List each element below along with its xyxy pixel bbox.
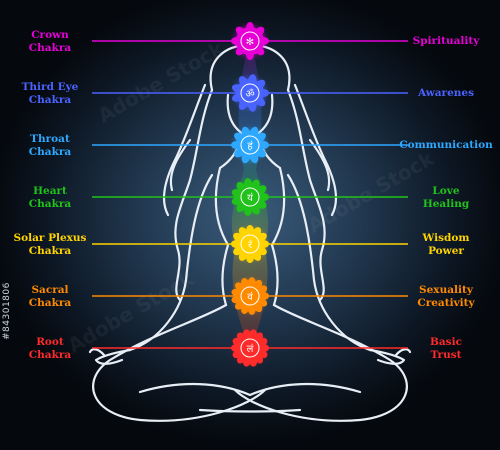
chakra-inner-ring <box>240 187 260 207</box>
label-line: Solar Plexus <box>13 232 87 244</box>
chakra-core <box>236 131 264 159</box>
heart-chakra-icon: यं <box>231 178 269 216</box>
third-eye-chakra-icon: ॐ <box>231 74 269 112</box>
label-line: Chakra <box>28 349 72 361</box>
label-line: Spirituality <box>412 35 480 47</box>
throat-chakra-icon: हं <box>231 126 269 164</box>
label-line: Power <box>428 245 464 257</box>
chakra-glyph: रं <box>248 239 253 251</box>
label-line: Third Eye <box>21 81 79 93</box>
chakra-inner-ring <box>240 31 260 51</box>
chakra-inner-ring <box>240 234 260 254</box>
chakra-glyph: वं <box>247 291 253 303</box>
label-line: Chakra <box>28 245 72 257</box>
stock-id: #84301806 <box>2 282 12 340</box>
solar-plexus-chakra-icon: रं <box>231 225 269 263</box>
crown-meaning-label: Spirituality <box>398 35 494 48</box>
label-line: Communication <box>399 139 493 151</box>
crown-chakra-icon: ✻ <box>231 22 269 60</box>
label-line: Heart <box>33 185 67 197</box>
chakra-glyph: ॐ <box>245 88 254 100</box>
label-line: Trust <box>430 349 462 361</box>
chakra-core <box>236 230 264 258</box>
chakra-core <box>236 27 264 55</box>
label-line: Chakra <box>28 146 72 158</box>
body-outline <box>88 43 412 422</box>
label-line: Chakra <box>28 297 72 309</box>
label-line: Healing <box>422 198 470 210</box>
chakra-glyph: यं <box>247 192 253 204</box>
label-line: Chakra <box>28 198 72 210</box>
label-line: Wisdom <box>422 232 470 244</box>
third-eye-meaning-label: Awarenes <box>398 87 494 100</box>
chakra-glyph: लं <box>247 343 254 355</box>
label-line: Sexuality <box>419 284 473 296</box>
chakra-symbols: ✻ ॐ हं यं रं वं लं <box>231 22 269 367</box>
throat-meaning-label: Communication <box>398 139 494 152</box>
chakra-inner-ring <box>240 286 260 306</box>
label-line: Awarenes <box>417 87 474 99</box>
chakra-core <box>236 334 264 362</box>
label-line: Throat <box>30 133 70 145</box>
label-line: Sacral <box>31 284 69 296</box>
chakra-inner-ring <box>240 338 260 358</box>
root-chakra-icon: लं <box>231 329 269 367</box>
chakra-core <box>236 183 264 211</box>
chakra-core <box>236 282 264 310</box>
label-line: Creativity <box>417 297 475 309</box>
label-line: Love <box>432 185 460 197</box>
label-line: Crown <box>31 29 69 41</box>
chakra-glyph: हं <box>247 140 253 152</box>
chakra-inner-ring <box>240 83 260 103</box>
sacral-chakra-icon: वं <box>231 277 269 315</box>
chakra-glyph: ✻ <box>246 37 254 48</box>
label-line: Root <box>36 336 64 348</box>
chakra-inner-ring <box>240 135 260 155</box>
label-line: Chakra <box>28 94 72 106</box>
label-line: Chakra <box>28 42 72 54</box>
chakra-core <box>236 79 264 107</box>
label-line: Basic <box>430 336 462 348</box>
